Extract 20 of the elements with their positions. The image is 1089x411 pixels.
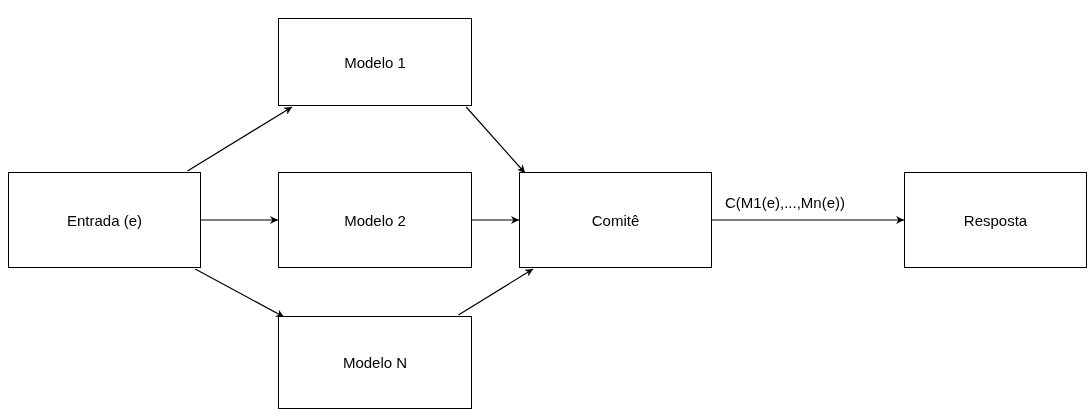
arrow bbox=[465, 106, 526, 174]
process-box bbox=[904, 172, 1087, 268]
node-label: Modelo N bbox=[342, 354, 408, 371]
node-label: Entrada (e) bbox=[66, 211, 142, 229]
process-box bbox=[278, 18, 472, 106]
node-label: Modelo 2 bbox=[344, 211, 406, 229]
process-box bbox=[519, 172, 712, 268]
node-label: Modelo 1 bbox=[344, 53, 406, 71]
arrow bbox=[194, 268, 285, 318]
arrow bbox=[186, 106, 293, 172]
process-box bbox=[278, 172, 472, 268]
process-box bbox=[8, 172, 201, 268]
arrow bbox=[471, 216, 520, 224]
arrow bbox=[457, 268, 534, 316]
process-box bbox=[278, 316, 472, 409]
node-label: Comitê bbox=[591, 211, 640, 229]
edge-label: C(M1(e),...,Mn(e)) bbox=[723, 194, 847, 211]
arrow bbox=[200, 216, 279, 224]
arrow bbox=[711, 216, 905, 224]
node-label: Resposta bbox=[963, 211, 1028, 229]
